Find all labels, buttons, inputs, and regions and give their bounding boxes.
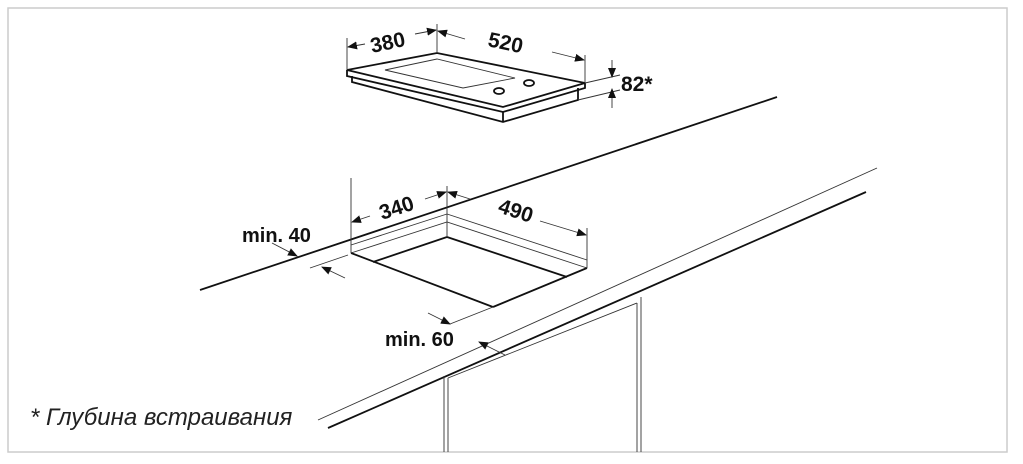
hob-depth-label: 380 xyxy=(368,28,407,58)
front-margin-label: min. 60 xyxy=(385,329,454,351)
knob-icon xyxy=(523,79,535,87)
hob-height-label: 82* xyxy=(621,73,653,96)
hob-width-label: 520 xyxy=(486,28,525,58)
cabinet-drawing xyxy=(443,297,642,452)
cutout-width-label: 490 xyxy=(495,195,535,228)
footnote: * Глубина встраивания xyxy=(30,404,293,431)
cutout-drawing xyxy=(271,178,588,356)
knob-icon xyxy=(493,87,505,95)
frame-border xyxy=(7,7,1008,453)
back-margin-label: min. 40 xyxy=(242,225,311,247)
hob-drawing xyxy=(346,24,621,123)
countertop-drawing xyxy=(199,96,878,429)
